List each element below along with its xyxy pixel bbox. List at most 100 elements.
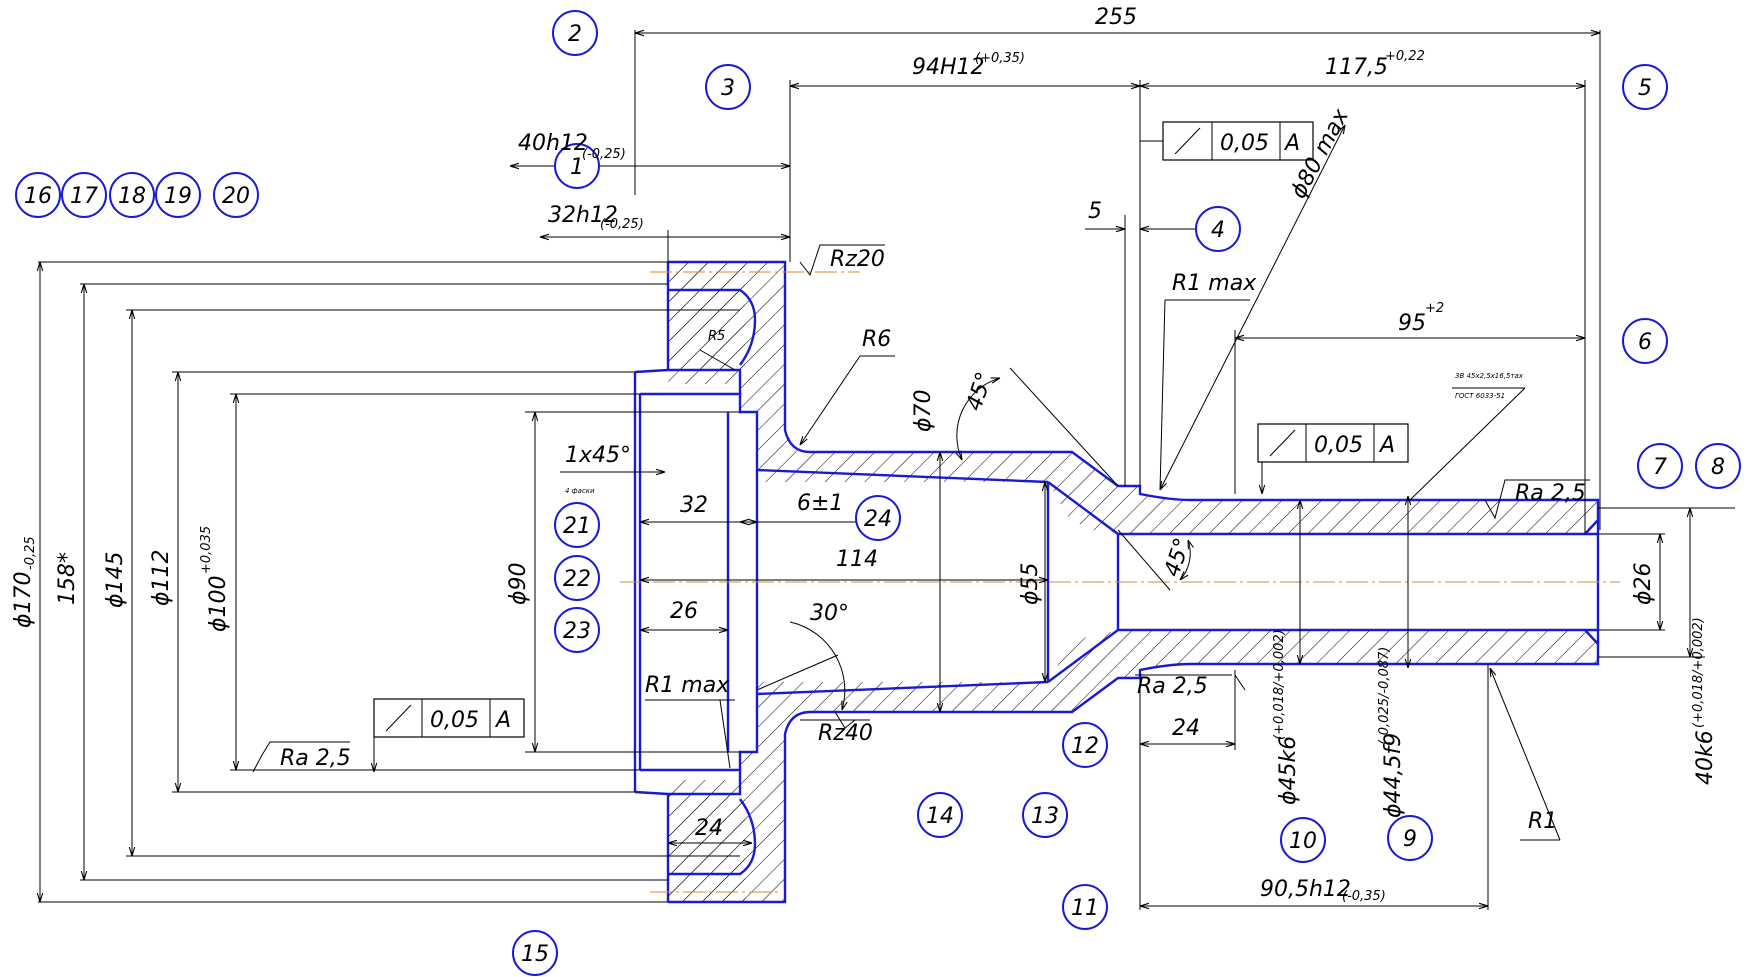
callout-label-1: 1 [570,155,584,180]
callout-circle-20 [213,172,259,218]
dim-40h12: 40h12 [518,131,588,156]
tol-frame-left-datum: A [494,708,511,733]
surface-symbols [252,244,1590,773]
callout-bubble-3: 3 [705,64,751,110]
radius-r1: R1 [1528,809,1557,834]
dim-dia-44-5: ϕ44,5f9 [1381,733,1406,818]
tol-frame-left-value: 0,05 [430,708,479,733]
dim-114: 114 [836,547,878,572]
callout-circle-2 [552,10,598,56]
dim-26-bore: 26 [670,599,698,624]
callout-circle-1 [554,143,600,189]
callout-circle-23 [554,607,600,653]
dim-dia-70: ϕ70 [911,389,936,432]
dim-24-flange: 24 [695,816,723,841]
dim-24-bottom: 24 [1172,716,1200,741]
callout-label-24: 24 [864,507,892,532]
dim-90-5-tol: (-0,35) [1342,889,1386,904]
callout-label-10: 10 [1289,829,1317,854]
callout-bubble-23: 23 [554,607,600,653]
callout-label-2: 2 [568,22,582,47]
callout-label-4: 4 [1211,218,1225,243]
callout-circle-18 [109,172,155,218]
callout-circle-16 [15,172,61,218]
dim-dia-26: ϕ26 [1631,562,1656,605]
dim-dia-100: ϕ100 [206,575,231,632]
dim-40h12-tol: (-0,25) [582,147,626,162]
callout-circle-8 [1695,443,1741,489]
tol-frame-mid-value: 0,05 [1314,433,1363,458]
callout-label-16: 16 [24,184,52,209]
callout-label-17: 17 [70,184,98,209]
callout-bubble-8: 8 [1695,443,1741,489]
radius-r6: R6 [862,327,891,352]
callout-bubble-21: 21 [554,502,600,548]
dimension-text: 255 94H12 (+0,35) 117,5 +0,22 40h12 (-0,… [11,5,1718,904]
angle-45-top: 45° [962,369,998,414]
callout-label-3: 3 [721,76,735,101]
dim-40k6: 40k6 [1693,730,1718,785]
callout-circle-5 [1622,64,1668,110]
callout-label-14: 14 [926,804,954,829]
callout-circle-12 [1062,722,1108,768]
dim-95-tol: +2 [1425,301,1444,316]
callout-bubble-18: 18 [109,172,155,218]
callout-circle-24 [855,495,901,541]
hatch-bottom [668,630,1598,902]
radius-r1-max-top: R1 max [1172,271,1257,296]
surface-rz20: Rz20 [830,247,885,272]
hatch-top [668,262,1598,534]
dimension-lines [38,30,1735,910]
callout-label-6: 6 [1638,330,1652,355]
callout-label-19: 19 [164,184,192,209]
dim-dia-100-tol: +0,035 [199,526,214,574]
thread-note-line1: 3В 45х2,5х16,5тах [1455,372,1524,380]
dim-32h12-tol: (-0,25) [600,217,644,232]
dim-95: 95 [1398,311,1426,336]
callout-bubble-24: 24 [855,495,901,541]
tolerance-frame-middle [1257,423,1409,494]
callout-label-11: 11 [1071,896,1099,921]
dim-dia-45k6-tol: (+0,018/+0,002) [1272,629,1287,740]
dim-158: 158* [55,552,80,605]
dim-dia-44-5-tol: (-0,025/-0,087) [1377,647,1392,745]
callout-bubble-15: 15 [512,930,558,976]
surface-rz40: Rz40 [818,721,873,746]
callout-bubble-19: 19 [155,172,201,218]
callout-bubble-10: 10 [1280,817,1326,863]
callout-label-15: 15 [521,942,549,967]
tolerance-frame-top [1140,121,1314,161]
callout-label-23: 23 [563,619,591,644]
callout-bubble-16: 16 [15,172,61,218]
thread-note-line2: ГОСТ 6033-51 [1455,392,1505,400]
dim-dia-170: ϕ170 [11,571,36,628]
dim-255: 255 [1095,5,1137,30]
chamfer-note: 4 фаски [565,487,595,495]
dim-dia-145: ϕ145 [103,551,128,608]
callout-circle-15 [512,930,558,976]
tolerance-frame-left [374,698,525,772]
tol-frame-top-datum: A [1283,131,1300,156]
tol-frame-mid-datum: A [1378,433,1395,458]
callout-circle-13 [1022,792,1068,838]
callout-label-18: 18 [118,184,146,209]
tol-frame-top-value: 0,05 [1220,131,1269,156]
callout-circle-11 [1062,884,1108,930]
dim-117-5: 117,5 [1325,55,1388,80]
surface-ra-bottom: Ra 2,5 [1137,674,1208,699]
dim-5: 5 [1088,199,1102,224]
callout-label-13: 13 [1031,804,1059,829]
callout-circle-7 [1637,443,1683,489]
callout-circle-10 [1280,817,1326,863]
angle-30: 30° [810,601,849,626]
dim-32-bore: 32 [680,493,708,518]
callout-label-12: 12 [1071,734,1099,759]
dim-dia-55: ϕ55 [1018,562,1043,605]
callout-bubble-14: 14 [917,792,963,838]
callout-label-7: 7 [1653,455,1667,480]
callout-bubble-4: 4 [1195,206,1241,252]
radius-r1-max-left: R1 max [645,673,730,698]
dim-94h12-tol: (+0,35) [975,51,1025,66]
